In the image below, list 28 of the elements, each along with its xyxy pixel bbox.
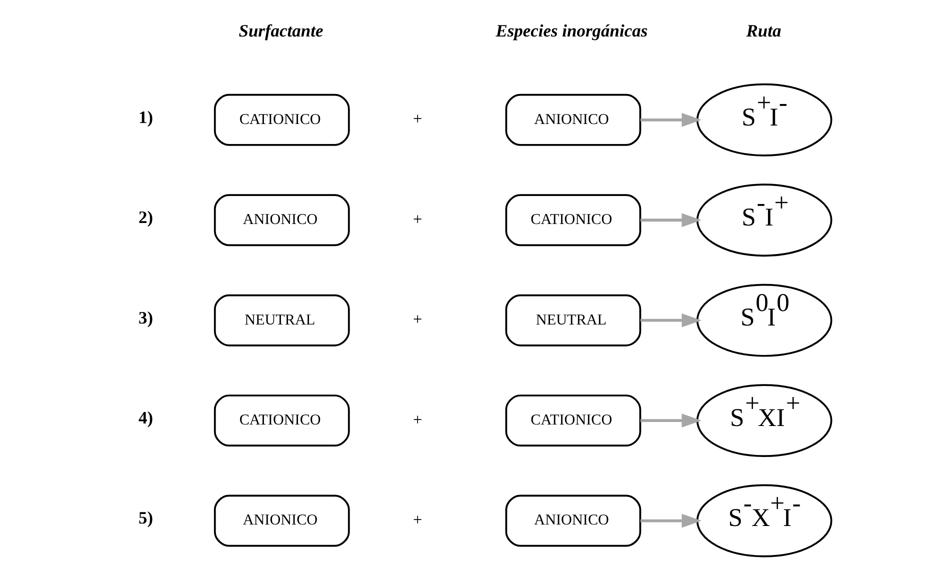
node-box: ANIONICO xyxy=(214,194,350,246)
label: 5) xyxy=(138,508,154,528)
arrow xyxy=(640,514,702,528)
node-box: CATIONICO xyxy=(505,194,642,246)
label: 1) xyxy=(138,106,154,127)
node-box: ANIONICO xyxy=(505,94,642,146)
label: Ruta xyxy=(746,20,782,41)
arrow xyxy=(640,414,702,428)
node-box: CATIONICO xyxy=(214,394,350,447)
label: + xyxy=(413,510,422,530)
label: 3) xyxy=(138,307,154,328)
label: + xyxy=(413,209,422,228)
label: 2) xyxy=(138,207,154,228)
arrow xyxy=(640,112,702,127)
label: 4) xyxy=(138,407,154,428)
arrow xyxy=(640,213,702,228)
label: Surfactante xyxy=(238,20,324,41)
arrow xyxy=(640,313,702,328)
label: + xyxy=(413,410,422,429)
label: + xyxy=(413,109,422,128)
node-box: NEUTRAL xyxy=(505,294,642,346)
node-box: ANIONICO xyxy=(214,494,350,547)
node-box: ANIONICO xyxy=(505,494,642,547)
label: + xyxy=(413,310,422,329)
node-box: CATIONICO xyxy=(214,94,350,146)
node-box: CATIONICO xyxy=(505,394,642,447)
label: Especies inorgánicas xyxy=(496,20,648,41)
node-box: NEUTRAL xyxy=(214,294,350,346)
